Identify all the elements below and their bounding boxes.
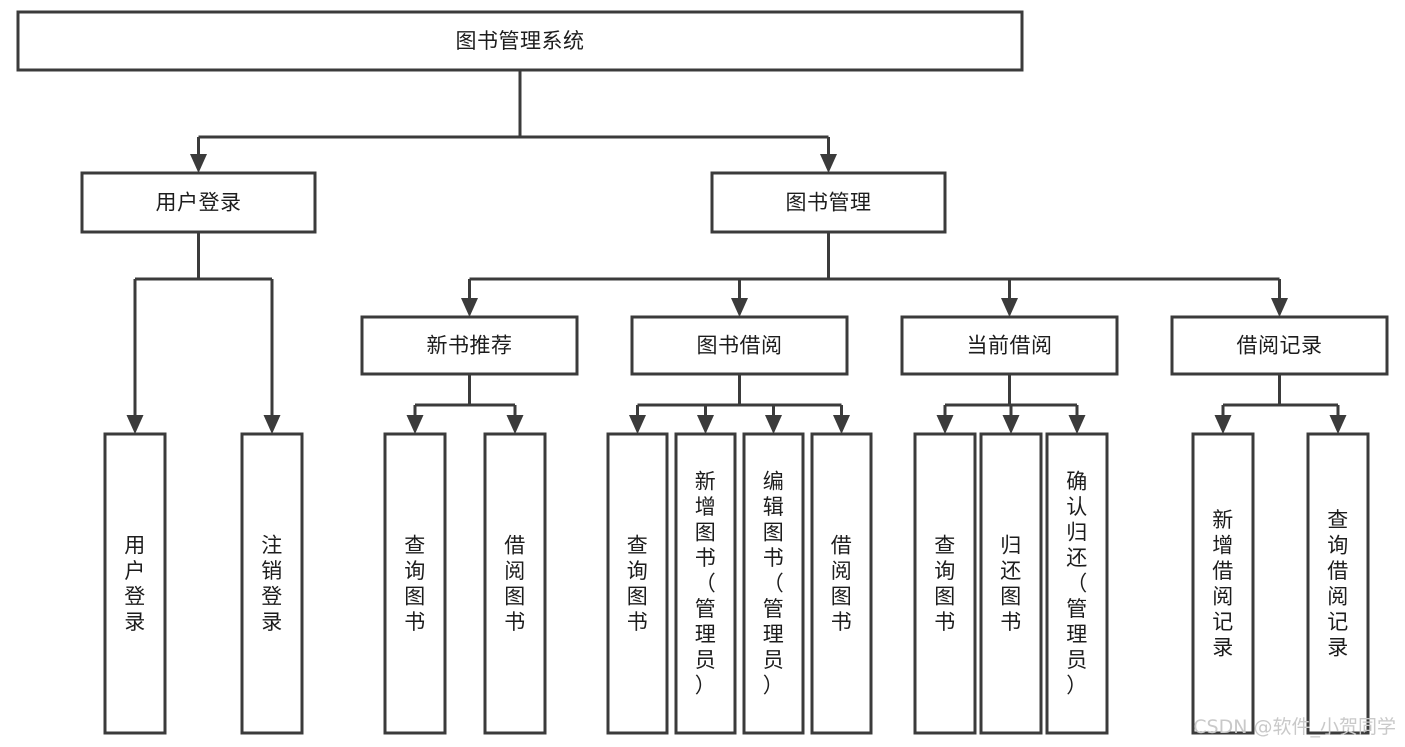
node-label-borrow-record: 借阅记录 <box>1237 334 1323 358</box>
node-box-leaf-borrow-book-rec <box>483 432 547 735</box>
node-label-leaf-user-login: 用户登录 <box>124 533 146 634</box>
node-book-borrow[interactable]: 图书借阅 <box>630 315 849 376</box>
arrow-head-icon-leaf-query-borrow-record <box>1329 415 1347 434</box>
arrow-head-icon-book-borrow <box>731 298 748 317</box>
node-label-leaf-query-borrow-record: 查询借阅记录 <box>1327 508 1349 660</box>
arrow-head-icon-leaf-borrow-book-rec <box>506 415 524 434</box>
node-box-user-login <box>80 171 317 234</box>
arrow-head-icon-leaf-return-book <box>1002 415 1020 434</box>
node-leaf-add-book-admin[interactable]: 新增图书（管理员） <box>674 432 737 735</box>
node-box-leaf-borrow-book <box>810 432 873 735</box>
arrow-head-icon-leaf-query-book-borrow <box>629 415 646 434</box>
node-box-leaf-query-book-borrow <box>606 432 669 735</box>
node-label-book-borrow: 图书借阅 <box>697 334 783 358</box>
arrow-head-icon-leaf-user-logout <box>263 415 281 434</box>
arrow-head-icon-leaf-query-book-rec <box>406 415 424 434</box>
node-label-new-book-rec: 新书推荐 <box>427 334 513 358</box>
node-leaf-borrow-book-rec[interactable]: 借阅图书 <box>483 432 547 735</box>
arrow-head-icon-leaf-user-login <box>126 415 144 434</box>
node-box-leaf-query-borrow-record <box>1306 432 1370 735</box>
node-label-leaf-borrow-book-rec: 借阅图书 <box>504 533 526 634</box>
node-root[interactable]: 图书管理系统 <box>16 10 1024 72</box>
node-box-root <box>16 10 1024 72</box>
node-box-book-manage <box>710 171 947 234</box>
node-book-manage[interactable]: 图书管理 <box>710 171 947 234</box>
node-leaf-query-book-borrow[interactable]: 查询图书 <box>606 432 669 735</box>
node-label-user-login: 用户登录 <box>156 191 242 215</box>
node-label-leaf-query-book-rec: 查询图书 <box>404 533 426 634</box>
arrow-head-icon-leaf-borrow-book <box>833 415 850 434</box>
node-label-leaf-confirm-return-admin: 确认归还（管理员） <box>1066 470 1088 698</box>
csdn-watermark: CSDN @软件_小贺同学 <box>1193 716 1396 738</box>
node-box-leaf-add-book-admin <box>674 432 737 735</box>
node-box-leaf-edit-book-admin <box>742 432 805 735</box>
node-box-leaf-return-book <box>979 432 1043 735</box>
arrow-head-icon-borrow-record <box>1271 298 1288 317</box>
node-layer: 图书管理系统用户登录图书管理新书推荐图书借阅当前借阅借阅记录用户登录注销登录查询… <box>16 10 1389 735</box>
node-leaf-return-book[interactable]: 归还图书 <box>979 432 1043 735</box>
node-label-root: 图书管理系统 <box>456 29 585 53</box>
node-label-leaf-user-logout: 注销登录 <box>261 533 283 634</box>
arrow-head-icon-leaf-add-book-admin <box>697 415 714 434</box>
node-box-leaf-confirm-return-admin <box>1045 432 1109 735</box>
node-user-login[interactable]: 用户登录 <box>80 171 317 234</box>
node-label-leaf-edit-book-admin: 编辑图书（管理员） <box>763 470 785 698</box>
node-leaf-borrow-book[interactable]: 借阅图书 <box>810 432 873 735</box>
connector-layer <box>126 70 1347 434</box>
node-box-leaf-query-book-rec <box>383 432 447 735</box>
arrow-head-icon-new-book-rec <box>461 298 478 317</box>
node-new-book-rec[interactable]: 新书推荐 <box>360 315 579 376</box>
node-label-leaf-return-book: 归还图书 <box>1000 533 1022 634</box>
node-box-current-borrow <box>900 315 1119 376</box>
node-leaf-query-book-cur[interactable]: 查询图书 <box>913 432 977 735</box>
node-leaf-query-borrow-record[interactable]: 查询借阅记录 <box>1306 432 1370 735</box>
node-label-leaf-query-book-borrow: 查询图书 <box>627 533 649 634</box>
node-leaf-user-logout[interactable]: 注销登录 <box>240 432 304 735</box>
node-label-book-manage: 图书管理 <box>786 191 872 215</box>
node-current-borrow[interactable]: 当前借阅 <box>900 315 1119 376</box>
node-label-leaf-add-borrow-record: 新增借阅记录 <box>1212 508 1234 660</box>
node-label-leaf-add-book-admin: 新增图书（管理员） <box>695 470 717 698</box>
node-leaf-user-login[interactable]: 用户登录 <box>103 432 167 735</box>
node-leaf-confirm-return-admin[interactable]: 确认归还（管理员） <box>1045 432 1109 735</box>
node-leaf-edit-book-admin[interactable]: 编辑图书（管理员） <box>742 432 805 735</box>
arrow-head-icon-user-login <box>190 154 207 173</box>
node-box-leaf-query-book-cur <box>913 432 977 735</box>
node-box-leaf-user-login <box>103 432 167 735</box>
node-box-new-book-rec <box>360 315 579 376</box>
node-borrow-record[interactable]: 借阅记录 <box>1170 315 1389 376</box>
node-label-leaf-borrow-book: 借阅图书 <box>831 533 853 634</box>
node-leaf-add-borrow-record[interactable]: 新增借阅记录 <box>1191 432 1255 735</box>
node-box-leaf-user-logout <box>240 432 304 735</box>
arrow-head-icon-leaf-add-borrow-record <box>1214 415 1232 434</box>
node-leaf-query-book-rec[interactable]: 查询图书 <box>383 432 447 735</box>
node-label-leaf-query-book-cur: 查询图书 <box>934 533 956 634</box>
arrow-head-icon-current-borrow <box>1001 298 1018 317</box>
arrow-head-icon-book-manage <box>820 154 837 173</box>
node-box-book-borrow <box>630 315 849 376</box>
arrow-head-icon-leaf-confirm-return-admin <box>1068 415 1086 434</box>
arrow-head-icon-leaf-query-book-cur <box>936 415 954 434</box>
node-box-leaf-add-borrow-record <box>1191 432 1255 735</box>
arrow-head-icon-leaf-edit-book-admin <box>765 415 782 434</box>
node-box-borrow-record <box>1170 315 1389 376</box>
node-label-current-borrow: 当前借阅 <box>967 334 1053 358</box>
